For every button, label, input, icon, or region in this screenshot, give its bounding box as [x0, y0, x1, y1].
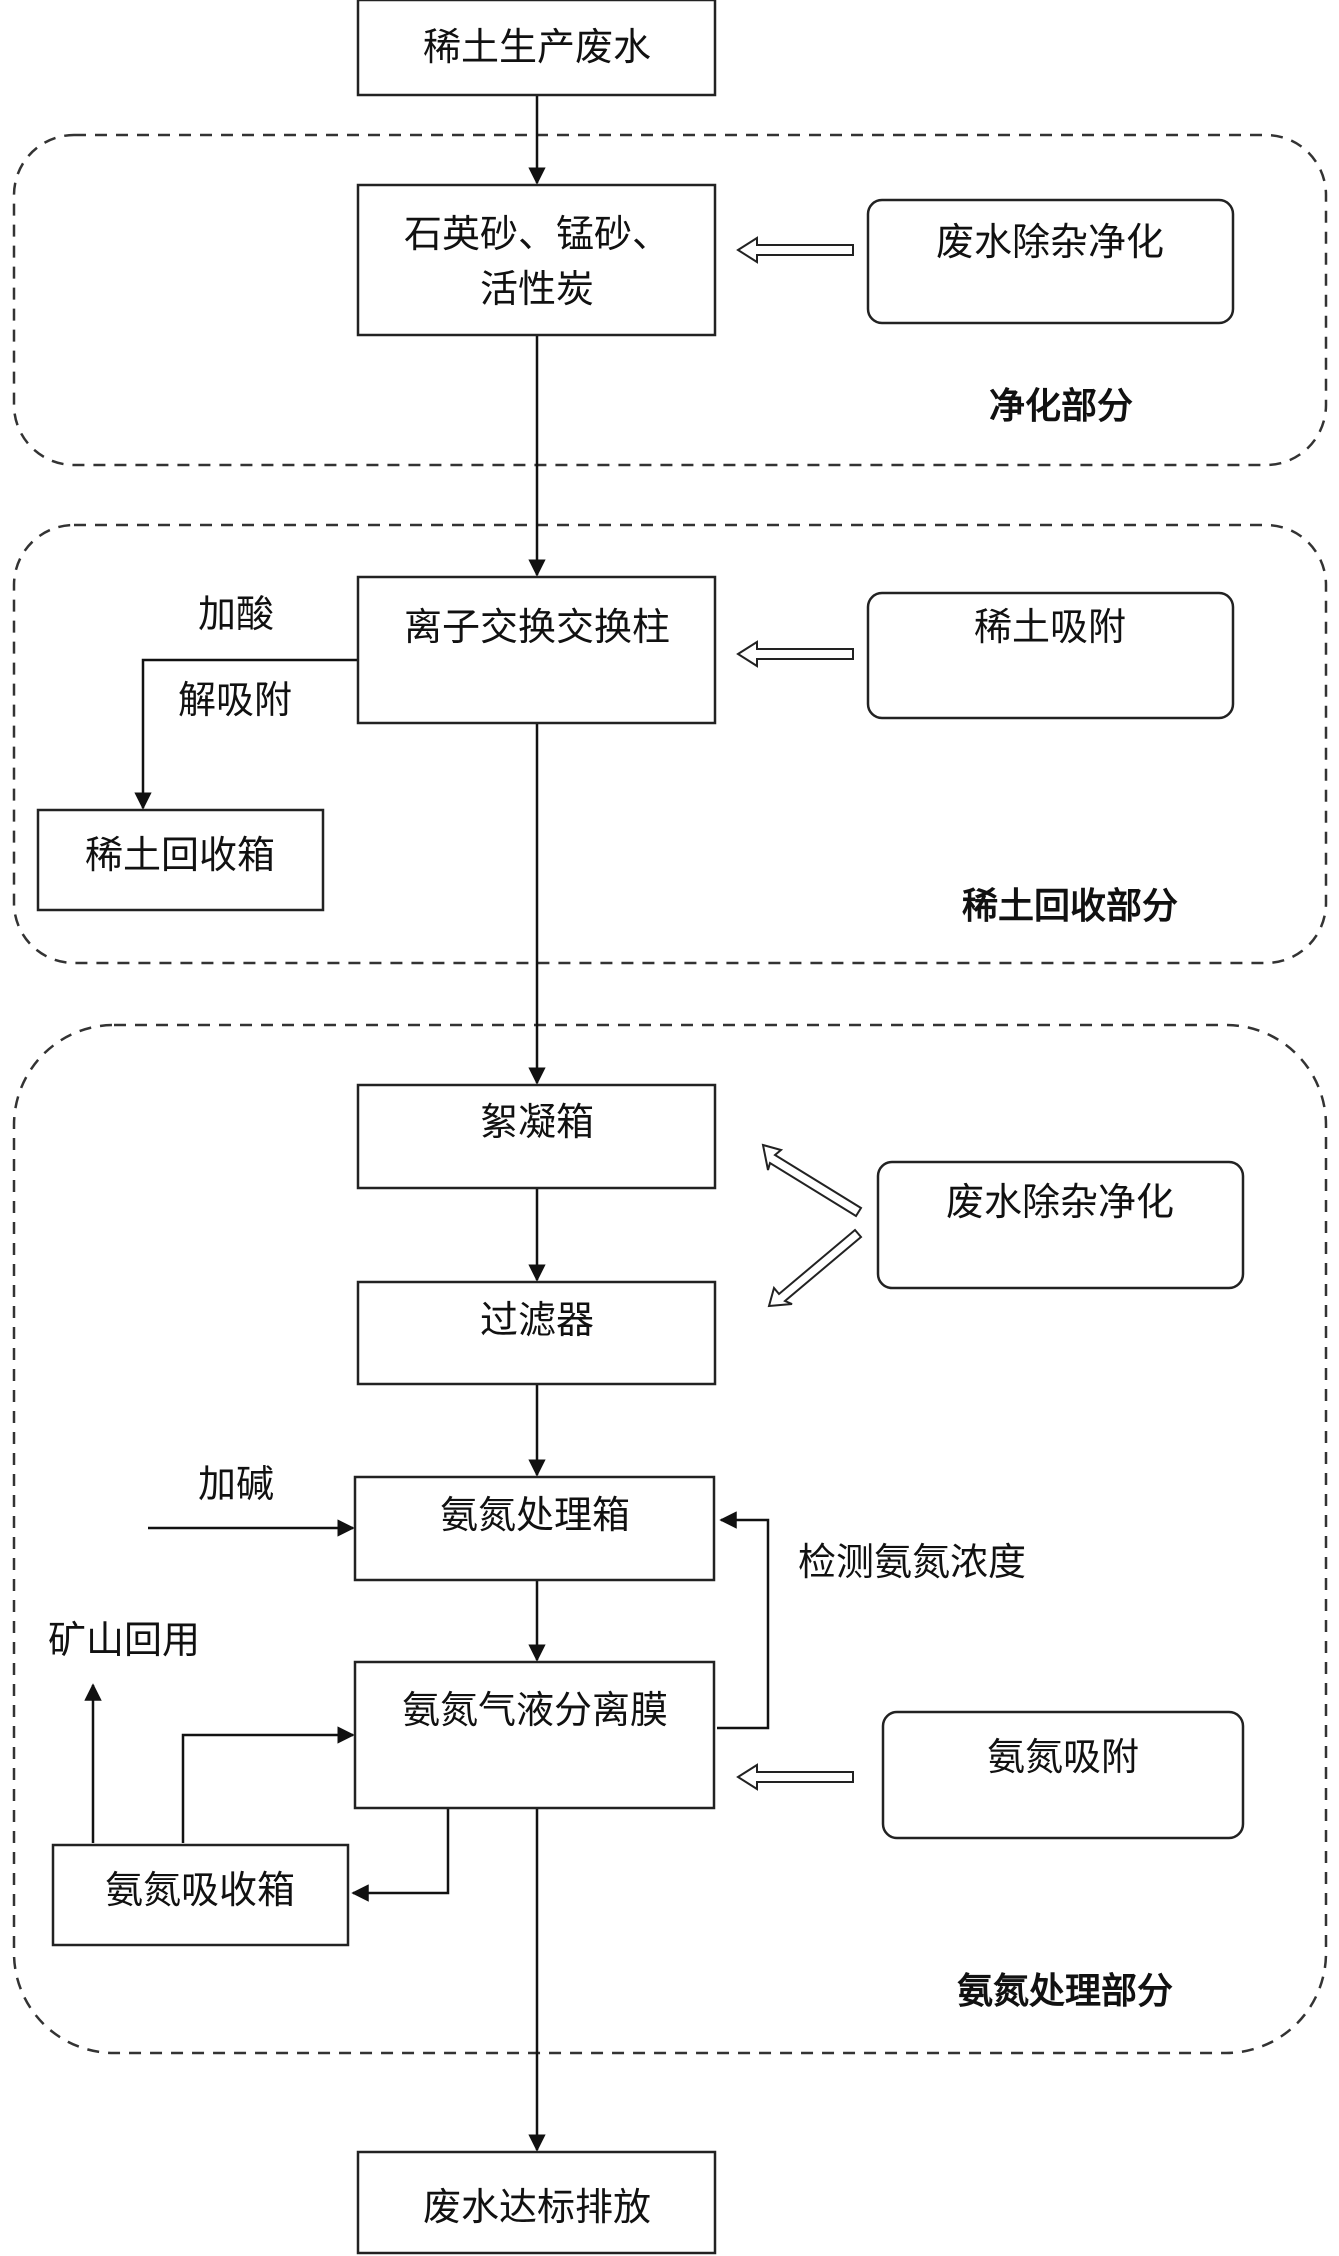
- re-recovery-box: [36, 808, 325, 912]
- wastewater-source-box: [356, 0, 717, 97]
- hollow-arrow-up-left: [761, 1143, 863, 1218]
- add-acid-label: 加酸: [198, 592, 274, 636]
- gas-liquid-membrane-label: 氨氮气液分离膜: [402, 1688, 668, 1732]
- purification-note-box-2: [876, 1160, 1245, 1290]
- absorber-return-arrow: [181, 1726, 355, 1843]
- hollow-arrow-left: [736, 236, 854, 264]
- purification-note-box-1: [866, 198, 1235, 325]
- ammonia-adsorption-note-label: 氨氮吸附: [987, 1735, 1139, 1779]
- desorb-label: 解吸附: [178, 678, 292, 722]
- hollow-arrow-left: [736, 640, 854, 668]
- ammonia-treatment-tank-label: 氨氮处理箱: [440, 1493, 630, 1537]
- ammonia-treatment-tank-box: [353, 1475, 716, 1582]
- desorb-arrow: [134, 658, 358, 810]
- gas-liquid-membrane-box: [353, 1660, 716, 1810]
- re-adsorption-note-box: [866, 591, 1235, 720]
- ammonia-adsorption-note-box: [881, 1710, 1245, 1840]
- detect-feedback-arrow: [717, 1511, 770, 1730]
- hollow-arrow-left: [736, 1763, 854, 1791]
- flocculation-box: [356, 1083, 717, 1190]
- purify-section: [12, 133, 1328, 467]
- mine-reuse-label: 矿山回用: [48, 1618, 200, 1662]
- ion-exchange-column-box: [356, 575, 717, 725]
- flocculation-label: 絮凝箱: [480, 1100, 594, 1144]
- purification-note-label-2: 废水除杂净化: [946, 1180, 1174, 1224]
- purification-note-label-1: 废水除杂净化: [936, 220, 1164, 264]
- add-alkali-label: 加碱: [198, 1462, 274, 1506]
- ammonia-absorber-label: 氨氮吸收箱: [105, 1868, 295, 1912]
- ammonia-section: [12, 1023, 1328, 2055]
- discharge-label: 废水达标排放: [423, 2185, 651, 2229]
- recovery-section: [12, 523, 1328, 965]
- filter-label: 过滤器: [480, 1298, 594, 1342]
- filter-media-line-1: 石英砂、锰砂、: [404, 212, 670, 256]
- filter-media-box: [356, 183, 717, 337]
- recovery-section-title: 稀土回收部分: [962, 886, 1178, 927]
- discharge-box: [356, 2150, 717, 2255]
- hollow-arrow-down-left: [767, 1228, 863, 1308]
- filter-box: [356, 1280, 717, 1386]
- re-adsorption-note-label: 稀土吸附: [974, 605, 1126, 649]
- filter-media-line-2: 活性炭: [480, 267, 594, 311]
- to-absorber-arrow: [351, 1808, 450, 1902]
- ammonia-absorber-box: [51, 1843, 350, 1947]
- ion-exchange-column-label: 离子交换交换柱: [404, 605, 670, 649]
- re-recovery-label: 稀土回收箱: [85, 833, 275, 877]
- wastewater-source-label: 稀土生产废水: [423, 25, 651, 69]
- ammonia-section-title: 氨氮处理部分: [957, 1971, 1173, 2012]
- purify-section-title: 净化部分: [989, 386, 1133, 427]
- detect-label: 检测氨氮浓度: [798, 1540, 1026, 1584]
